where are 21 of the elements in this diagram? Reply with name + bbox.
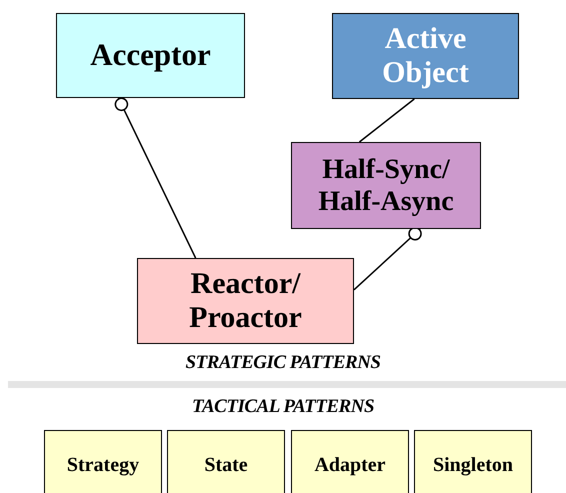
pattern-box xyxy=(414,430,532,493)
box-label: Strategy xyxy=(66,454,140,476)
component-box xyxy=(332,13,519,99)
section-heading: STRATEGIC PATTERNS xyxy=(186,352,380,373)
ball-connector xyxy=(114,98,196,258)
box-label: Reactor/ Proactor xyxy=(188,267,303,335)
box-label: Acceptor xyxy=(89,38,212,73)
section-heading: TACTICAL PATTERNS xyxy=(192,396,374,417)
pattern-box xyxy=(44,430,162,493)
pattern-box xyxy=(291,430,409,493)
connector-line xyxy=(358,98,415,143)
box-label: State xyxy=(203,454,249,476)
component-box xyxy=(291,142,481,229)
box-label: Half-Sync/ Half-Async xyxy=(317,154,455,217)
box-label: Adapter xyxy=(313,454,387,476)
pattern-box xyxy=(167,430,285,493)
component-box xyxy=(137,258,354,344)
box-label: Active Object xyxy=(381,22,470,90)
component-box xyxy=(56,13,245,98)
box-label: Singleton xyxy=(432,454,514,476)
ball-connector xyxy=(354,227,422,290)
